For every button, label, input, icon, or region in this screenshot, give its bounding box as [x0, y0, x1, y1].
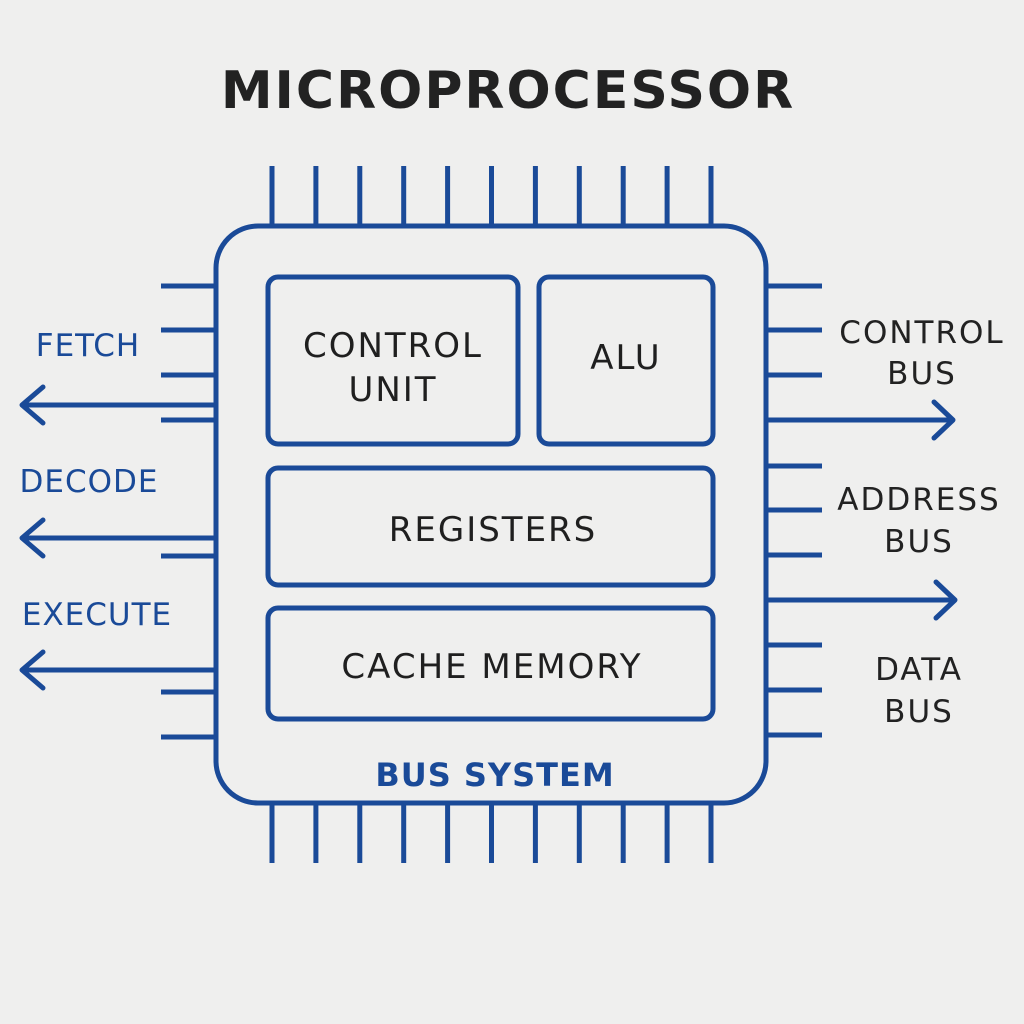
- right-pins: [766, 283, 822, 738]
- address-bus-arrow: [766, 579, 958, 621]
- address-bus-label-line2: BUS: [884, 524, 954, 560]
- execute-arrow: [19, 649, 216, 691]
- registers-block: REGISTERS: [265, 465, 716, 588]
- decode-arrow-head: [19, 517, 46, 559]
- cache-memory-box: [265, 605, 716, 722]
- control-unit-label-line2: UNIT: [348, 370, 437, 410]
- cache-memory-label: CACHE MEMORY: [341, 647, 642, 687]
- bus-system-label: BUS SYSTEM: [375, 756, 614, 794]
- address-bus-arrow-head: [933, 579, 958, 621]
- control-bus-label-line2: BUS: [887, 356, 957, 392]
- control-bus-arrow: [766, 399, 956, 441]
- control-bus-label-line1: CONTROL: [839, 315, 1004, 351]
- data-bus-label-line1: DATA: [875, 652, 963, 688]
- decode-arrow: [19, 517, 216, 559]
- control-unit-label-line1: CONTROL: [303, 326, 483, 366]
- address-bus-label-line1: ADDRESS: [837, 482, 1000, 518]
- control-bus-arrow-head: [931, 399, 956, 441]
- decode-label: DECODE: [20, 464, 159, 500]
- data-bus-label-line2: BUS: [884, 694, 954, 730]
- control-unit-block: CONTROL UNIT: [265, 274, 521, 447]
- cache-memory-block: CACHE MEMORY: [265, 605, 716, 722]
- diagram-title: MICROPROCESSOR: [221, 61, 795, 121]
- fetch-arrow: [19, 384, 216, 426]
- alu-label: ALU: [590, 338, 661, 378]
- top-pins: [269, 166, 714, 226]
- execute-label: EXECUTE: [22, 597, 172, 633]
- chip-body: [213, 223, 769, 806]
- registers-box: [265, 465, 716, 588]
- bottom-pins: [269, 803, 714, 863]
- control-unit-box: [265, 274, 521, 447]
- execute-arrow-head: [19, 649, 46, 691]
- left-pins: [161, 283, 216, 740]
- alu-block: ALU: [536, 274, 716, 447]
- fetch-label: FETCH: [36, 328, 141, 364]
- registers-label: REGISTERS: [389, 510, 598, 550]
- alu-box: [536, 274, 716, 447]
- fetch-arrow-head: [19, 384, 46, 426]
